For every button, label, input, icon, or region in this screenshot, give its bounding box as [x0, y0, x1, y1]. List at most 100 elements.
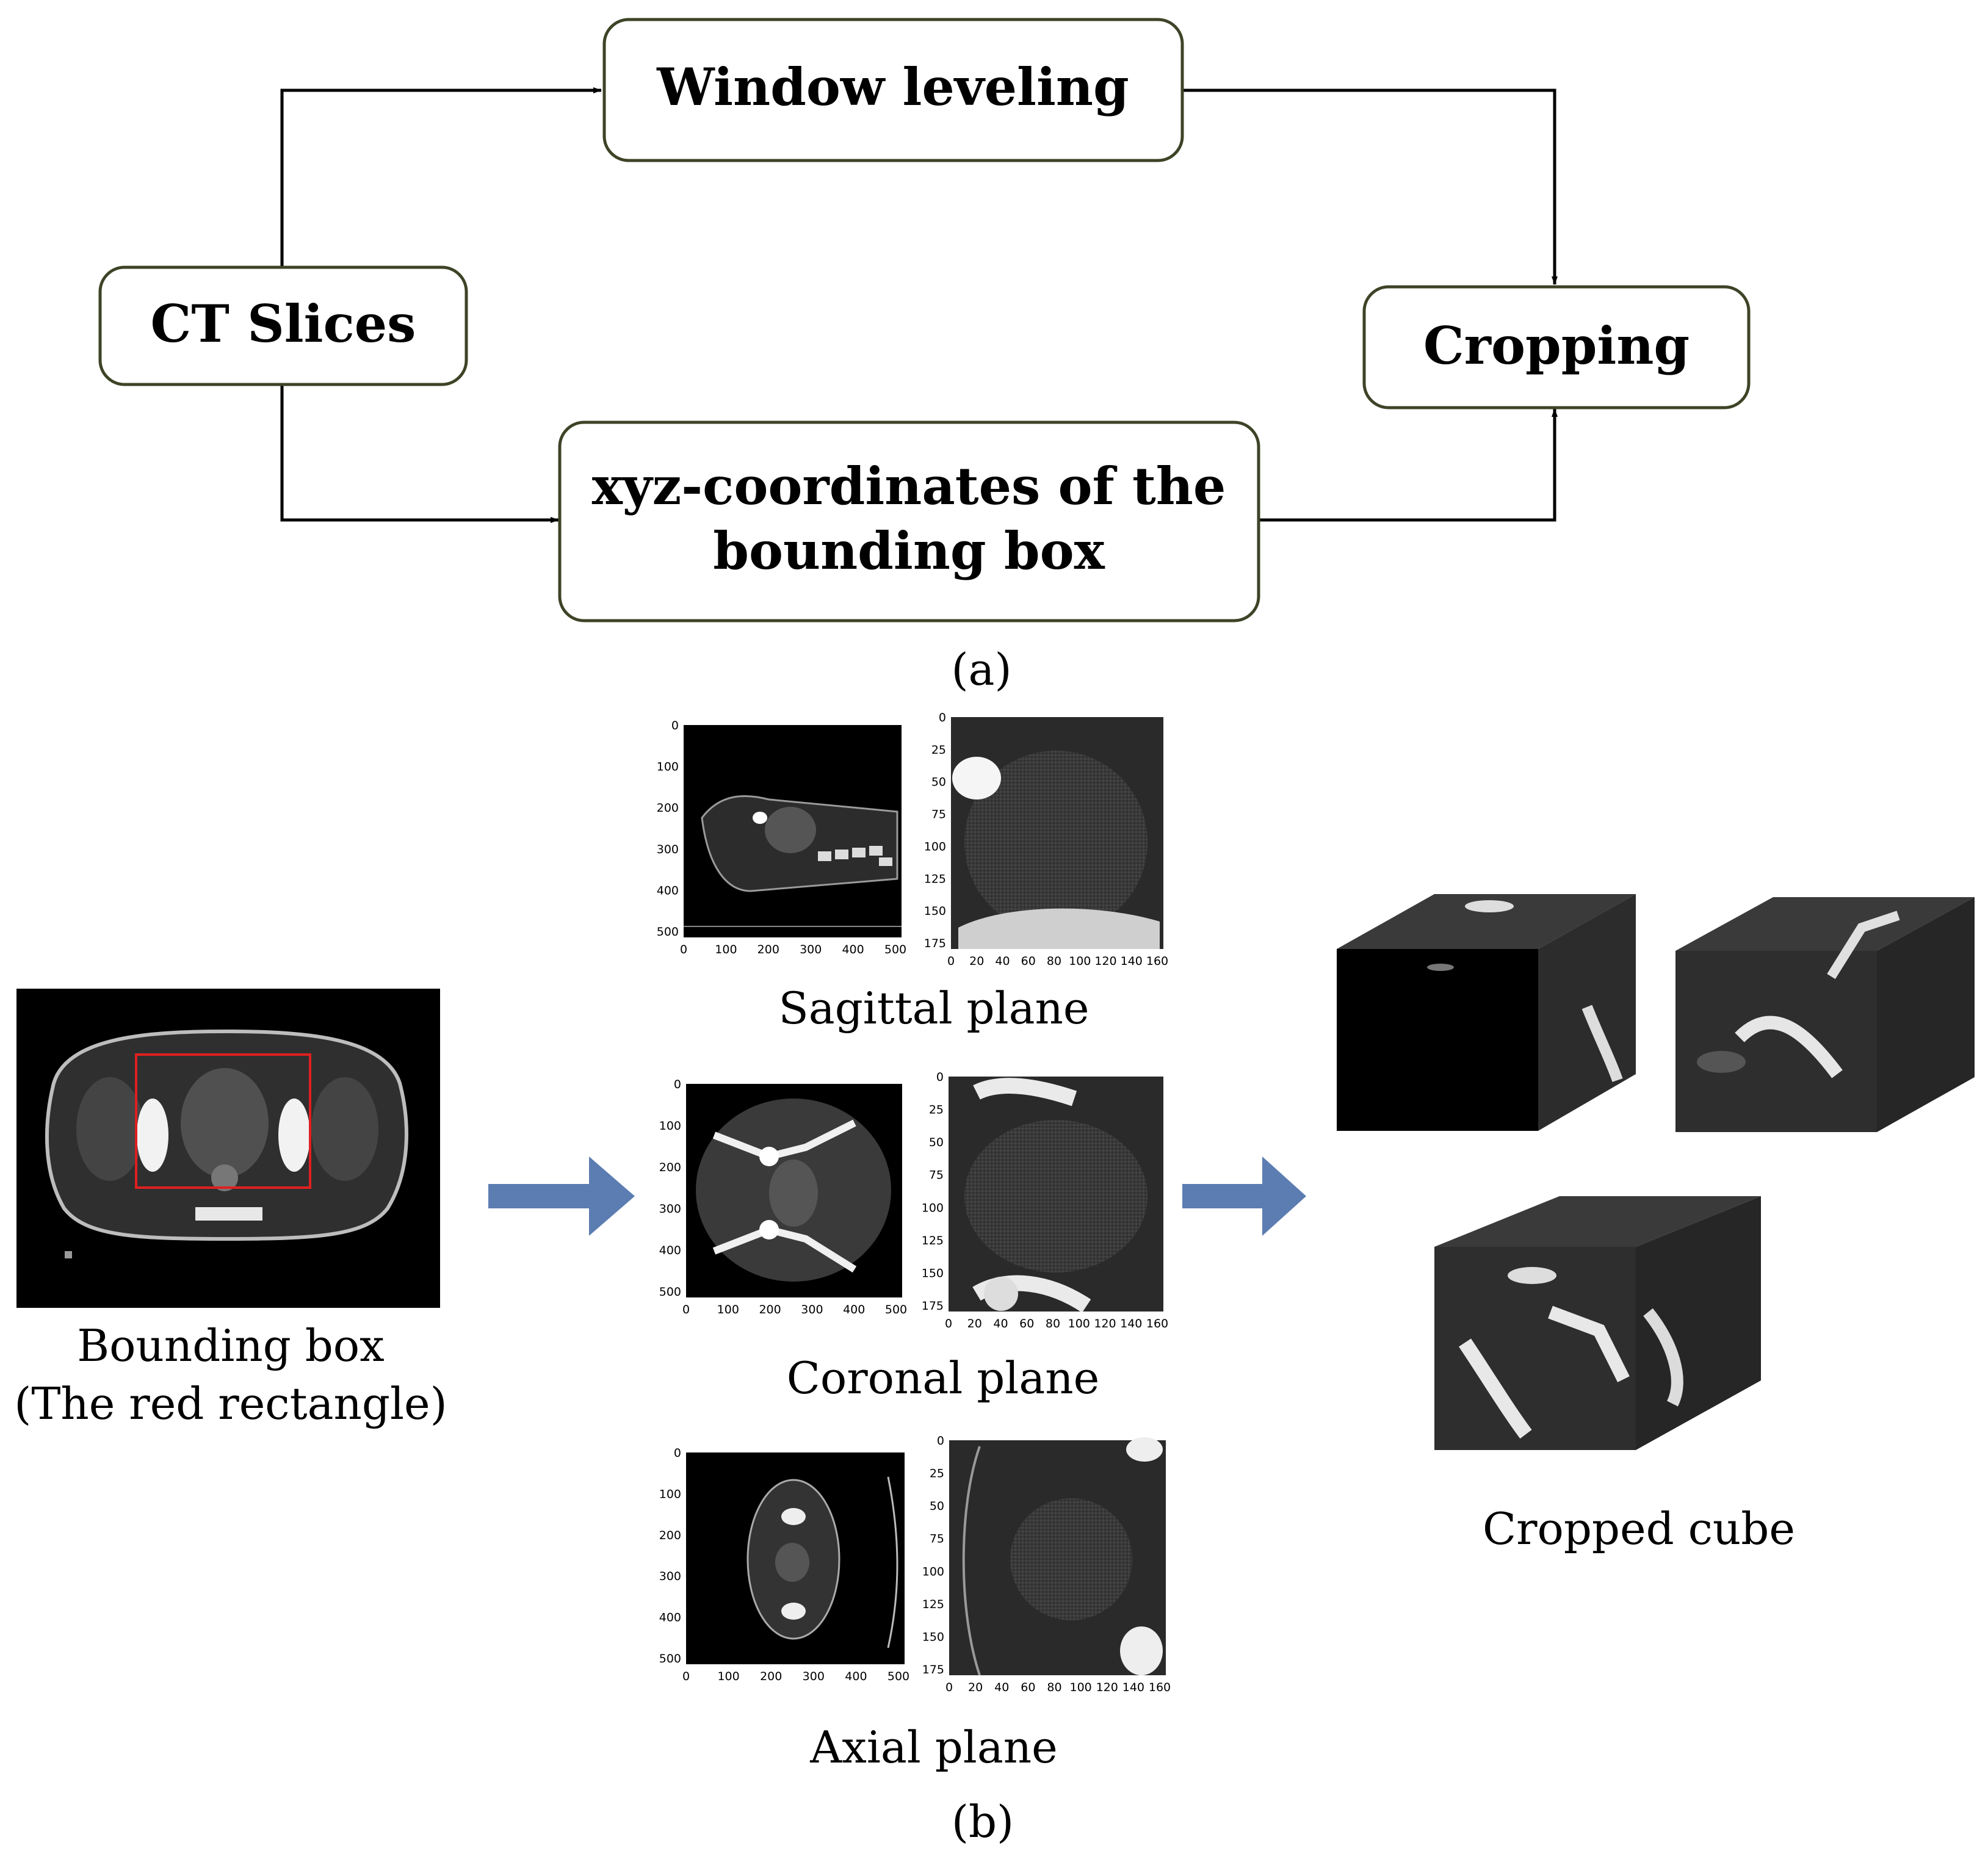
coronal-full-y-tick: 300 [659, 1202, 681, 1216]
sagittal-full-x-tick: 100 [715, 943, 737, 956]
axial-crop-x-tick: 0 [945, 1681, 953, 1694]
sagittal-crop-y-tick: 100 [924, 840, 946, 853]
axial-crop-x-tick: 100 [1069, 1681, 1091, 1694]
sagittal-crop-x-tick: 60 [1021, 954, 1036, 968]
sagittal-full-y-tick: 100 [657, 760, 679, 774]
sagittal-crop-x-tick: 0 [947, 954, 955, 968]
coronal-crop-y-tick: 125 [922, 1234, 944, 1247]
axial-full-x-tick: 100 [717, 1670, 739, 1683]
coronal-full-x-tick: 200 [759, 1303, 781, 1316]
panel-b-label: (b) [952, 1796, 1014, 1847]
axial-crop-y-tick: 175 [922, 1663, 944, 1676]
axial-crop-y-tick: 150 [922, 1630, 944, 1644]
coronal-crop-x-tick: 140 [1120, 1317, 1142, 1330]
coronal-crop-y-tick: 0 [936, 1070, 944, 1084]
sagittal-full-x-tick: 500 [884, 943, 906, 956]
coronal-full-y-tick: 400 [659, 1244, 681, 1257]
axial-crop-x-tick: 80 [1047, 1681, 1061, 1694]
axial-full-y-tick: 200 [659, 1529, 681, 1542]
sagittal-crop-x-tick: 140 [1121, 954, 1143, 968]
coronal-full-x-tick: 400 [843, 1303, 865, 1316]
sagittal-crop-y-tick: 25 [931, 743, 946, 757]
sagittal-full-y-tick: 0 [671, 719, 679, 732]
axial-crop-x-tick: 140 [1122, 1681, 1144, 1694]
coronal-crop-y-tick: 50 [929, 1136, 944, 1149]
sagittal-full-y-tick: 400 [657, 884, 679, 897]
panel-a-label: (a) [951, 644, 1011, 695]
coronal-crop-y-tick: 175 [922, 1299, 944, 1313]
coronal-crop-y-tick: 75 [929, 1169, 944, 1182]
coronal-full-y-tick: 500 [659, 1285, 681, 1299]
axial-full-x-tick: 500 [887, 1670, 909, 1683]
axial-plane-caption: Axial plane [809, 1722, 1058, 1773]
axial-crop-y-tick: 0 [937, 1434, 944, 1448]
sagittal-crop-x-tick: 100 [1069, 954, 1091, 968]
coronal-crop-x-tick: 80 [1046, 1317, 1060, 1330]
bbox-coordinates-label-line2: bounding box [713, 521, 1105, 581]
connector-ct-to-coords [280, 384, 559, 523]
axial-crop-y-tick: 25 [930, 1467, 944, 1481]
bbox-coordinates-label-line1: xyz-coordinates of the [592, 456, 1226, 516]
coronal-full-x-tick: 0 [682, 1303, 690, 1316]
axial-crop-y-tick: 50 [930, 1499, 944, 1513]
bounding-box-caption-line1: Bounding box [77, 1320, 385, 1371]
sagittal-crop-y-tick: 150 [924, 904, 946, 918]
flowchart: CT Slices Window leveling xyz-coordinate… [98, 18, 1751, 622]
cropped-cube-3 [1434, 1196, 1761, 1450]
connector-coords-to-crop [1259, 408, 1558, 522]
coronal-crop-image [949, 1077, 1163, 1313]
sagittal-crop-y-tick: 50 [931, 776, 946, 789]
coronal-full-y-tick: 100 [659, 1119, 681, 1133]
sagittal-full-x-tick: 300 [800, 943, 822, 956]
coronal-full-y-tick: 200 [659, 1161, 681, 1174]
coronal-crop-y-tick: 150 [922, 1266, 944, 1280]
bounding-box-image [16, 989, 440, 1308]
axial-crop-x-tick: 40 [994, 1681, 1009, 1694]
bbox-coordinates-node: xyz-coordinates of the bounding box [558, 420, 1260, 622]
cropping-node: Cropping [1362, 285, 1751, 410]
axial-full-y-tick: 400 [659, 1611, 681, 1625]
coronal-crop-x-tick: 120 [1094, 1317, 1116, 1330]
axial-crop-y-tick: 100 [922, 1565, 944, 1578]
sagittal-crop-y-tick: 0 [939, 711, 946, 724]
sagittal-full-x-tick: 400 [842, 943, 864, 956]
axial-crop-y-tick: 125 [922, 1598, 944, 1611]
coronal-full-x-tick: 100 [717, 1303, 739, 1316]
axial-full-image [686, 1452, 905, 1664]
sagittal-crop-y-tick: 175 [924, 937, 946, 950]
sagittal-plane-caption: Sagittal plane [778, 983, 1089, 1034]
axial-crop-y-tick: 75 [930, 1532, 944, 1546]
coronal-crop-y-tick: 100 [922, 1201, 944, 1214]
ct-slices-node: CT Slices [98, 265, 468, 386]
sagittal-crop-x-tick: 80 [1047, 954, 1061, 968]
connector-ct-to-window [280, 87, 602, 267]
coronal-full-y-tick: 0 [674, 1078, 681, 1091]
sagittal-crop-x-tick: 40 [995, 954, 1010, 968]
coronal-full-image [686, 1084, 902, 1297]
flow-connectors [280, 87, 1558, 523]
sagittal-crop-y-tick: 75 [931, 808, 946, 821]
coronal-crop-x-tick: 40 [993, 1317, 1008, 1330]
sagittal-full-x-tick: 0 [680, 943, 687, 956]
coronal-full-x-tick: 300 [801, 1303, 823, 1316]
coronal-crop-x-tick: 60 [1019, 1317, 1034, 1330]
window-leveling-label: Window leveling [656, 57, 1129, 117]
connector-window-to-crop [1182, 88, 1558, 285]
coronal-crop-y-tick: 25 [929, 1103, 944, 1117]
axial-crop-x-tick: 60 [1021, 1681, 1035, 1694]
cropped-cube-1 [1337, 894, 1636, 1131]
axial-full-x-tick: 200 [760, 1670, 782, 1683]
sagittal-crop-x-tick: 160 [1146, 954, 1168, 968]
axial-crop-image [949, 1437, 1166, 1676]
coronal-plane-caption: Coronal plane [787, 1352, 1099, 1404]
bounding-box-caption-line2: (The red rectangle) [14, 1378, 447, 1429]
cropped-cube-2 [1675, 897, 1975, 1132]
axial-crop-x-tick: 20 [968, 1681, 983, 1694]
axial-full-x-tick: 0 [682, 1670, 690, 1683]
sagittal-crop-image [951, 717, 1163, 949]
sagittal-crop-y-tick: 125 [924, 872, 946, 886]
block-arrow-1 [488, 1156, 635, 1236]
ct-slices-label: CT Slices [151, 294, 416, 354]
red-bounding-rectangle [135, 1053, 311, 1189]
